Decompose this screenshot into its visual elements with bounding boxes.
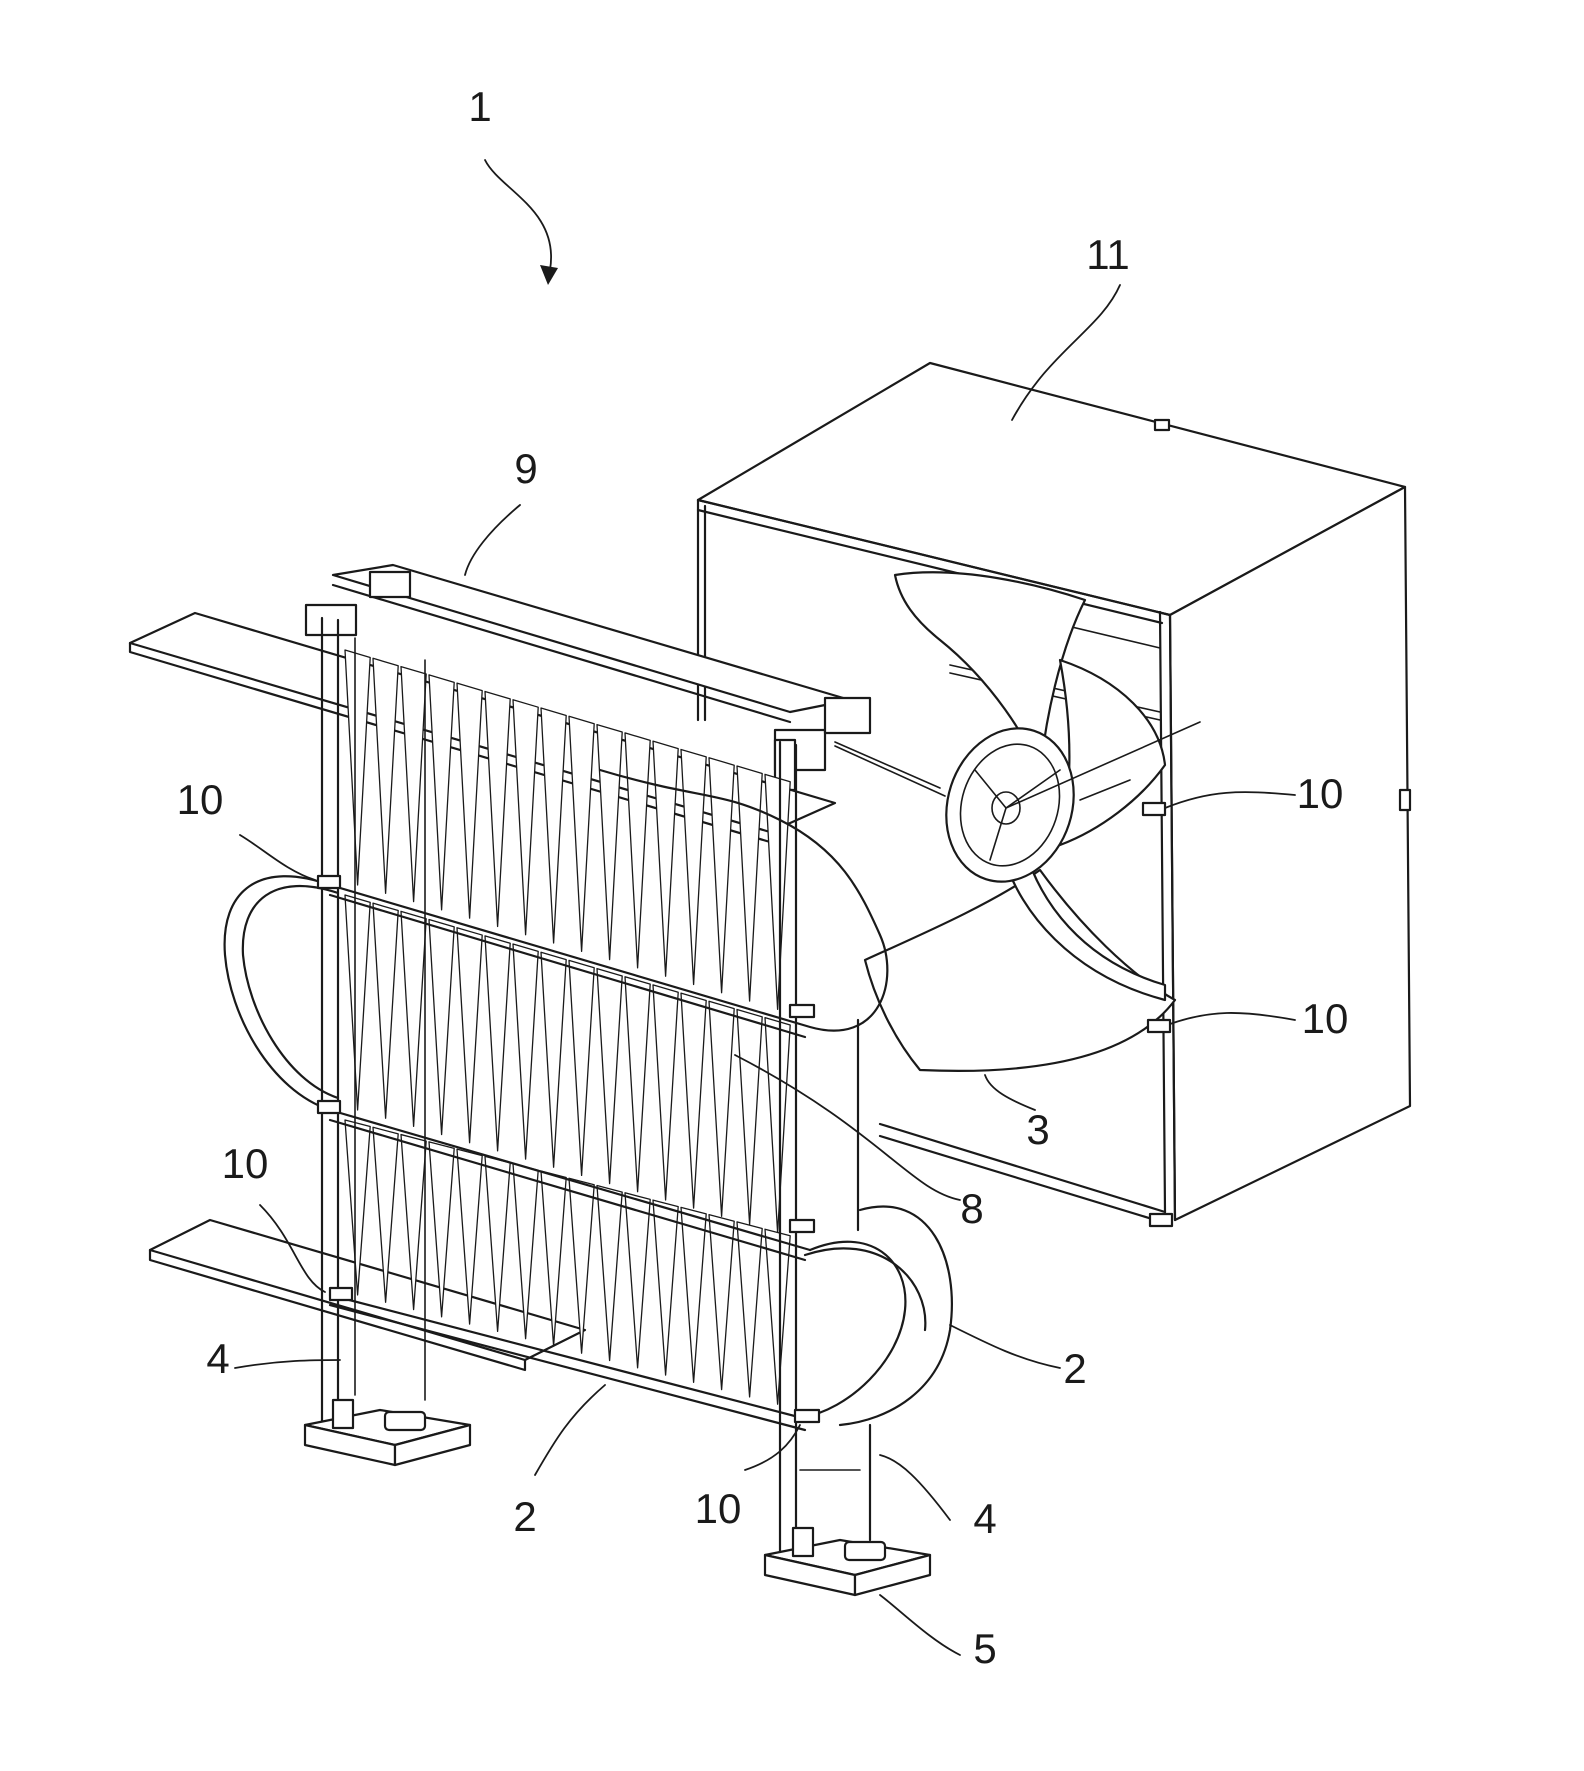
core-fin xyxy=(569,716,594,951)
core-fin xyxy=(485,936,510,1151)
core-fin xyxy=(457,683,482,918)
core-fin xyxy=(681,749,706,984)
core-fin xyxy=(653,741,678,976)
core-fin xyxy=(345,895,370,1110)
left-foot xyxy=(305,1400,470,1465)
label-foot: 5 xyxy=(973,1625,996,1672)
right-leg xyxy=(780,742,870,1570)
core-fin xyxy=(541,708,566,943)
label-tube-bottom: 2 xyxy=(513,1493,536,1540)
label-leg-right: 4 xyxy=(973,1495,996,1542)
label-clip-mid-right: 10 xyxy=(1302,995,1349,1042)
core-fin xyxy=(401,911,426,1126)
label-housing: 11 xyxy=(1086,231,1130,278)
core-fin xyxy=(709,1215,734,1390)
right-foot xyxy=(765,1528,930,1595)
core-fin xyxy=(653,985,678,1200)
core-fin xyxy=(429,675,454,910)
core-fin xyxy=(681,993,706,1208)
label-clip-bottom-mid: 10 xyxy=(695,1485,742,1532)
core-fin xyxy=(737,1222,762,1397)
core-fin xyxy=(709,758,734,993)
core-fin xyxy=(513,700,538,935)
core-fin xyxy=(709,1001,734,1216)
core-fin xyxy=(737,766,762,1001)
core-fin xyxy=(541,952,566,1167)
core-fin xyxy=(681,1207,706,1382)
core-fin xyxy=(485,691,510,926)
label-clip-lower-left: 10 xyxy=(222,1140,269,1187)
core-fin xyxy=(429,920,454,1135)
core-fin xyxy=(765,1018,790,1233)
core-fin xyxy=(765,774,790,1009)
arrowhead xyxy=(540,265,558,285)
label-assembly: 1 xyxy=(468,83,491,130)
label-top-frame: 9 xyxy=(514,445,537,492)
core-fin xyxy=(457,928,482,1143)
core-fin xyxy=(373,903,398,1118)
core-fin xyxy=(625,977,650,1192)
core-fin xyxy=(597,725,622,960)
label-leg-left: 4 xyxy=(206,1335,229,1382)
label-clip-upper-left: 10 xyxy=(177,776,224,823)
core-fin xyxy=(653,1200,678,1375)
core-fin xyxy=(625,1193,650,1368)
core-fin xyxy=(597,1186,622,1361)
core-fin xyxy=(401,667,426,902)
core-fin xyxy=(737,1009,762,1224)
label-tube-right: 2 xyxy=(1063,1345,1086,1392)
core-fin xyxy=(597,969,622,1184)
core-fin xyxy=(569,960,594,1175)
core-fin xyxy=(625,733,650,968)
label-fan: 3 xyxy=(1026,1106,1049,1153)
core-fin xyxy=(345,650,370,885)
core-fin xyxy=(513,944,538,1159)
label-clip-upper-right: 10 xyxy=(1297,770,1344,817)
fan xyxy=(835,572,1200,1071)
core-fin xyxy=(373,658,398,893)
label-core: 8 xyxy=(960,1185,983,1232)
